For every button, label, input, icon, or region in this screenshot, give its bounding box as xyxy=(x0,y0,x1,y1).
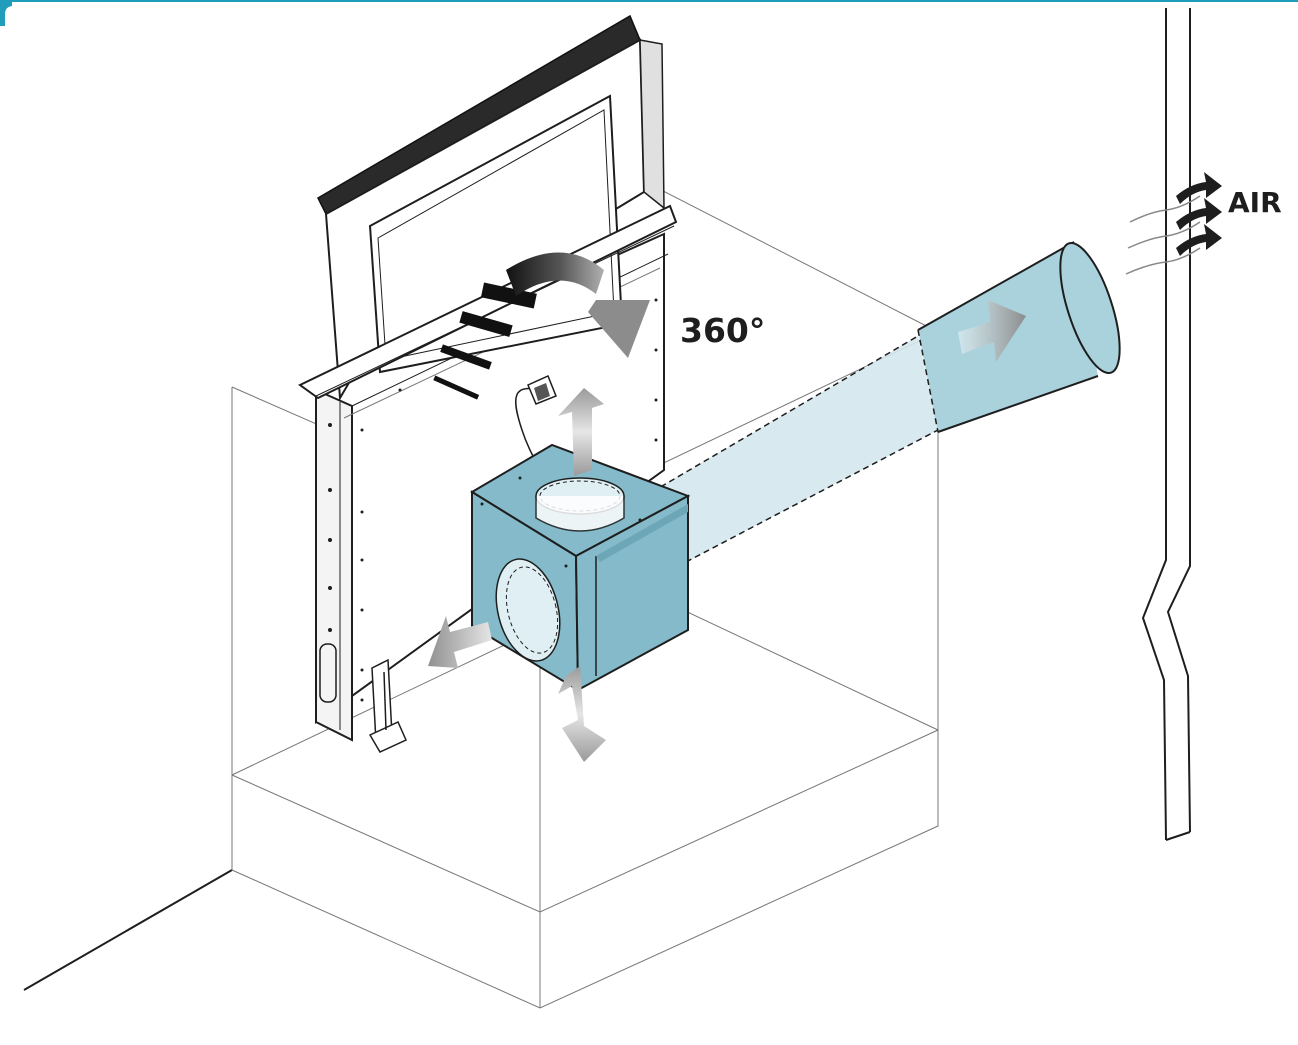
wall xyxy=(1141,8,1191,841)
outlet-left-arrow xyxy=(428,616,492,668)
hood-glass-panel xyxy=(298,14,678,402)
exhaust-duct xyxy=(917,241,1121,433)
screw-holes xyxy=(328,298,658,702)
remote-motor-box xyxy=(470,443,691,692)
floor-line xyxy=(23,869,233,991)
rotation-arrow xyxy=(433,252,650,400)
mounting-bracket xyxy=(368,658,407,753)
rotation-label: 360° xyxy=(680,311,765,350)
duct-airflow-arrow xyxy=(958,300,1026,362)
air-arrows xyxy=(1176,172,1222,256)
duct-hidden-section xyxy=(651,335,939,563)
outlet-down-arrow xyxy=(558,666,606,762)
air-outflow xyxy=(1125,195,1201,275)
frame-border xyxy=(0,0,1298,26)
outlet-up-arrow xyxy=(558,388,604,476)
air-label: AIR xyxy=(1228,186,1282,219)
